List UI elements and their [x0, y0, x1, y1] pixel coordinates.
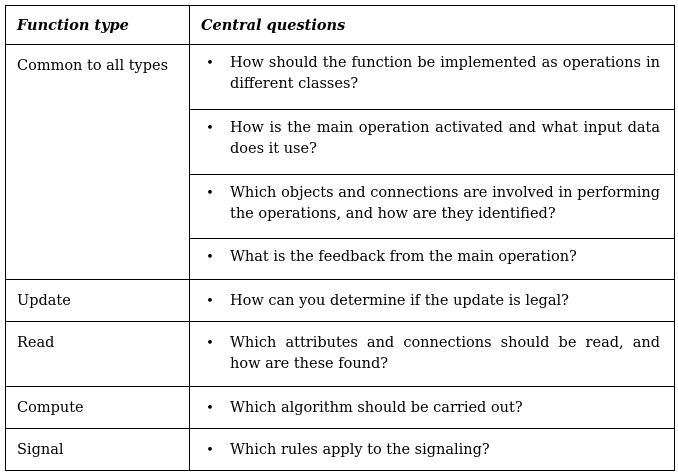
table-row: Update • How can you determine if the up…: [5, 279, 675, 322]
bullet-icon: •: [206, 56, 214, 71]
function-type-cell: Compute: [5, 386, 190, 429]
bullet-icon: •: [206, 336, 214, 351]
questions-cell: • Which rules apply to the signaling?: [189, 428, 675, 471]
question-item: • Which rules apply to the signaling?: [190, 429, 674, 470]
bullet-icon: •: [206, 401, 214, 416]
question-text: How should the function be implemented a…: [230, 55, 660, 92]
question-text: Which objects and connections are involv…: [230, 185, 660, 222]
table-row: Read • Which attributes and connections …: [5, 321, 675, 387]
bullet-icon: •: [206, 443, 214, 458]
function-type-cell: Read: [5, 321, 190, 387]
questions-cell: • How should the function be implemented…: [189, 44, 675, 280]
questions-cell: • Which algorithm should be carried out?: [189, 386, 675, 429]
table-row: Signal • Which rules apply to the signal…: [5, 428, 675, 471]
question-text: What is the feedback from the main opera…: [230, 249, 577, 265]
header-central-questions: Central questions: [189, 5, 675, 45]
question-item: • Which attributes and connections shoul…: [190, 322, 674, 386]
document-page: Function type Central questions Common t…: [5, 5, 675, 471]
bullet-icon: •: [206, 250, 214, 265]
questions-cell: • How can you determine if the update is…: [189, 279, 675, 322]
table-row: Common to all types • How should the fun…: [5, 44, 675, 280]
bullet-icon: •: [206, 186, 214, 201]
question-item: • Which algorithm should be carried out?: [190, 387, 674, 428]
question-text: How can you determine if the update is l…: [230, 293, 569, 309]
table-row: Compute • Which algorithm should be carr…: [5, 386, 675, 429]
function-type-cell: Common to all types: [5, 44, 190, 280]
header-function-type: Function type: [5, 5, 190, 45]
question-item: • What is the feedback from the main ope…: [190, 238, 674, 279]
question-text: Which rules apply to the signaling?: [230, 442, 490, 458]
bullet-icon: •: [206, 294, 214, 309]
bullet-icon: •: [206, 121, 214, 136]
question-item: • How can you determine if the update is…: [190, 280, 674, 321]
question-item: • How should the function be implemented…: [190, 45, 674, 109]
questions-cell: • Which attributes and connections shoul…: [189, 321, 675, 387]
question-item: • Which objects and connections are invo…: [190, 174, 674, 238]
question-text: Which attributes and connections should …: [230, 335, 660, 372]
function-type-cell: Signal: [5, 428, 190, 471]
question-item: • How is the main operation activated an…: [190, 109, 674, 174]
function-type-cell: Update: [5, 279, 190, 322]
function-questions-table: Function type Central questions Common t…: [5, 5, 675, 471]
question-text: Which algorithm should be carried out?: [230, 400, 523, 416]
header-row: Function type Central questions: [5, 5, 675, 45]
question-text: How is the main operation activated and …: [230, 120, 660, 157]
